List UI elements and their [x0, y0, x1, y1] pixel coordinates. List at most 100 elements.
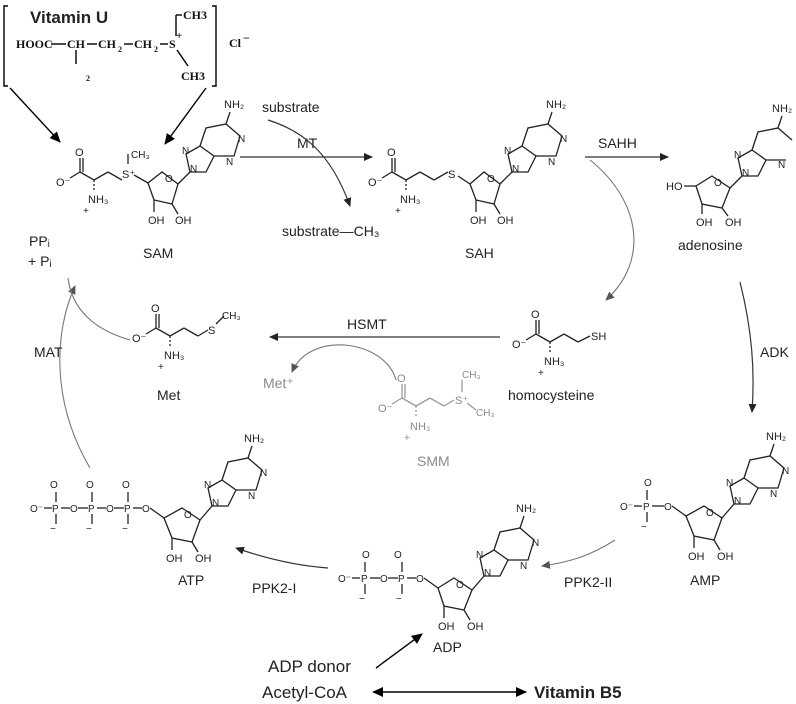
vitamin-u-sub2-a: 2	[118, 45, 122, 54]
sam-sulfur: S⁺	[122, 169, 135, 181]
adp-oh-2: OH	[467, 621, 484, 633]
bracket-left	[3, 5, 8, 87]
atp-minus-3: −	[122, 524, 128, 535]
adp-p-1: P	[361, 574, 368, 585]
adenosine-oh-2: OH	[725, 217, 742, 229]
sah-label: SAH	[465, 245, 494, 261]
vitamin-u-ch2-2: CH	[134, 37, 153, 51]
adk-arrow	[739, 281, 757, 413]
atp-n9: N	[212, 498, 219, 509]
sah-nh3: NH₃	[400, 194, 420, 206]
atp-p-3: P	[124, 504, 131, 515]
adp-o-top-1: O	[362, 550, 370, 561]
vitamin-u-sulfur: S	[169, 37, 176, 51]
atp-o-bridge-1: O	[70, 504, 78, 515]
atp-p-2: P	[88, 504, 95, 515]
enzyme-ppk2-i: PPK2-I	[252, 580, 296, 596]
substrate-label: substrate	[262, 99, 320, 115]
sah-ring-o: O	[487, 174, 495, 185]
met-o: O	[151, 303, 160, 315]
enzyme-ppk2-ii: PPK2-II	[564, 574, 612, 590]
homocysteine-o: O	[531, 309, 540, 321]
vitamin-b5-label: Vitamin B5	[534, 683, 622, 702]
vitamin-u-structure: Vitamin U HOOC CH CH 2 CH 2 S + CH3 CH3 …	[3, 5, 250, 87]
adp-o-top-2: O	[394, 550, 402, 561]
atp-o-top-3: O	[122, 480, 130, 491]
smm-o-minus: O⁻	[378, 403, 393, 415]
sah-n9: N	[512, 164, 519, 175]
met-nh3-charge: +	[158, 362, 164, 373]
smm-to-met-plus-arrow	[291, 344, 397, 381]
sam-nh3: NH₃	[88, 194, 108, 206]
homocysteine-nh3: NH₃	[544, 356, 564, 368]
sam-molecule: O⁻ O NH₃ + S⁺ CH₃ O OH OH N NH₂ N N N SA…	[56, 99, 245, 261]
substrate-methylation-arrow	[267, 119, 352, 207]
smm-nh3: NH₃	[410, 421, 430, 433]
sam-label: SAM	[143, 245, 173, 261]
adp-n1: N	[532, 538, 539, 549]
smm-label: SMM	[417, 453, 450, 469]
mat-arrow	[59, 285, 91, 469]
amp-o-bridge: O	[664, 502, 672, 513]
atp-molecule: O⁻ O P − O O P − O O P − O O OH OH N	[30, 433, 267, 588]
adp-ring-o: O	[456, 580, 464, 591]
vitamin-u-arrow-right	[164, 87, 207, 145]
met-to-mat-arrow	[67, 277, 131, 341]
sah-o-minus: O⁻	[368, 177, 383, 189]
pp-i-label: PPᵢ	[29, 233, 50, 249]
ppk2-ii-arrow	[541, 539, 616, 569]
vitamin-u-ch3-top: CH3	[183, 8, 207, 22]
vitamin-u-chloride: Cl	[229, 36, 242, 50]
enzyme-adk: ADK	[760, 344, 789, 360]
atp-n3: N	[248, 491, 255, 502]
vitamin-u-sub2-b: 2	[154, 45, 158, 54]
enzyme-mt: MT	[297, 135, 318, 151]
adenosine-oh-1: OH	[696, 217, 713, 229]
adp-p-2: P	[398, 574, 405, 585]
atp-n1: N	[260, 468, 267, 479]
atp-ring-o: O	[184, 510, 192, 521]
amp-label: AMP	[690, 572, 720, 588]
vitamin-u-title: Vitamin U	[30, 8, 108, 27]
sah-n3: N	[548, 157, 555, 168]
vitamin-u-s-charge: +	[176, 30, 182, 42]
atp-n7: N	[204, 480, 211, 491]
amp-n9: N	[734, 496, 741, 507]
bracket-right	[212, 5, 217, 87]
vitamin-u-ch2-1: CH	[98, 37, 117, 51]
atp-p-1: P	[52, 504, 59, 515]
atp-o-top-2: O	[86, 480, 94, 491]
amp-o-top: O	[644, 478, 652, 489]
adp-label: ADP	[433, 639, 462, 655]
sah-oh-1: OH	[470, 215, 487, 227]
adp-n7: N	[476, 550, 483, 561]
atp-nh2: NH₂	[244, 433, 264, 445]
adp-oh-1: OH	[438, 621, 455, 633]
adp-minus-2: −	[396, 594, 402, 605]
homocysteine-molecule: O⁻ O SH NH₃ + homocysteine	[508, 309, 606, 403]
amp-n7: N	[726, 478, 733, 489]
sah-o: O	[387, 147, 396, 159]
vitamin-u-hooc: HOOC	[16, 37, 53, 51]
homocysteine-sh: SH	[591, 331, 606, 343]
met-plus-label: Met⁺	[263, 375, 294, 391]
atp-oh-2: OH	[195, 553, 212, 565]
smm-molecule: O⁻ O S⁺ CH₃ CH₃ NH₃ + SMM	[378, 370, 495, 469]
vitamin-u-arrow-left	[9, 87, 61, 143]
adp-minus-1: −	[359, 594, 365, 605]
amp-p: P	[643, 502, 650, 513]
amp-nh2: NH₂	[766, 431, 786, 443]
sah-n7: N	[504, 146, 511, 157]
enzyme-hsmt: HSMT	[347, 316, 387, 332]
sam-ring-o: O	[165, 174, 173, 185]
sah-nh2: NH₂	[546, 99, 566, 111]
smm-sulfur: S⁺	[455, 395, 468, 407]
adenosine-n7: N	[734, 150, 741, 161]
adp-n9: N	[484, 568, 491, 579]
sam-oh-1: OH	[148, 215, 165, 227]
met-nh3: NH₃	[164, 350, 184, 362]
sah-nh3-charge: +	[395, 206, 401, 217]
adp-o-bridge-1: O	[380, 574, 388, 585]
homocysteine-nh3-charge: +	[538, 368, 544, 379]
